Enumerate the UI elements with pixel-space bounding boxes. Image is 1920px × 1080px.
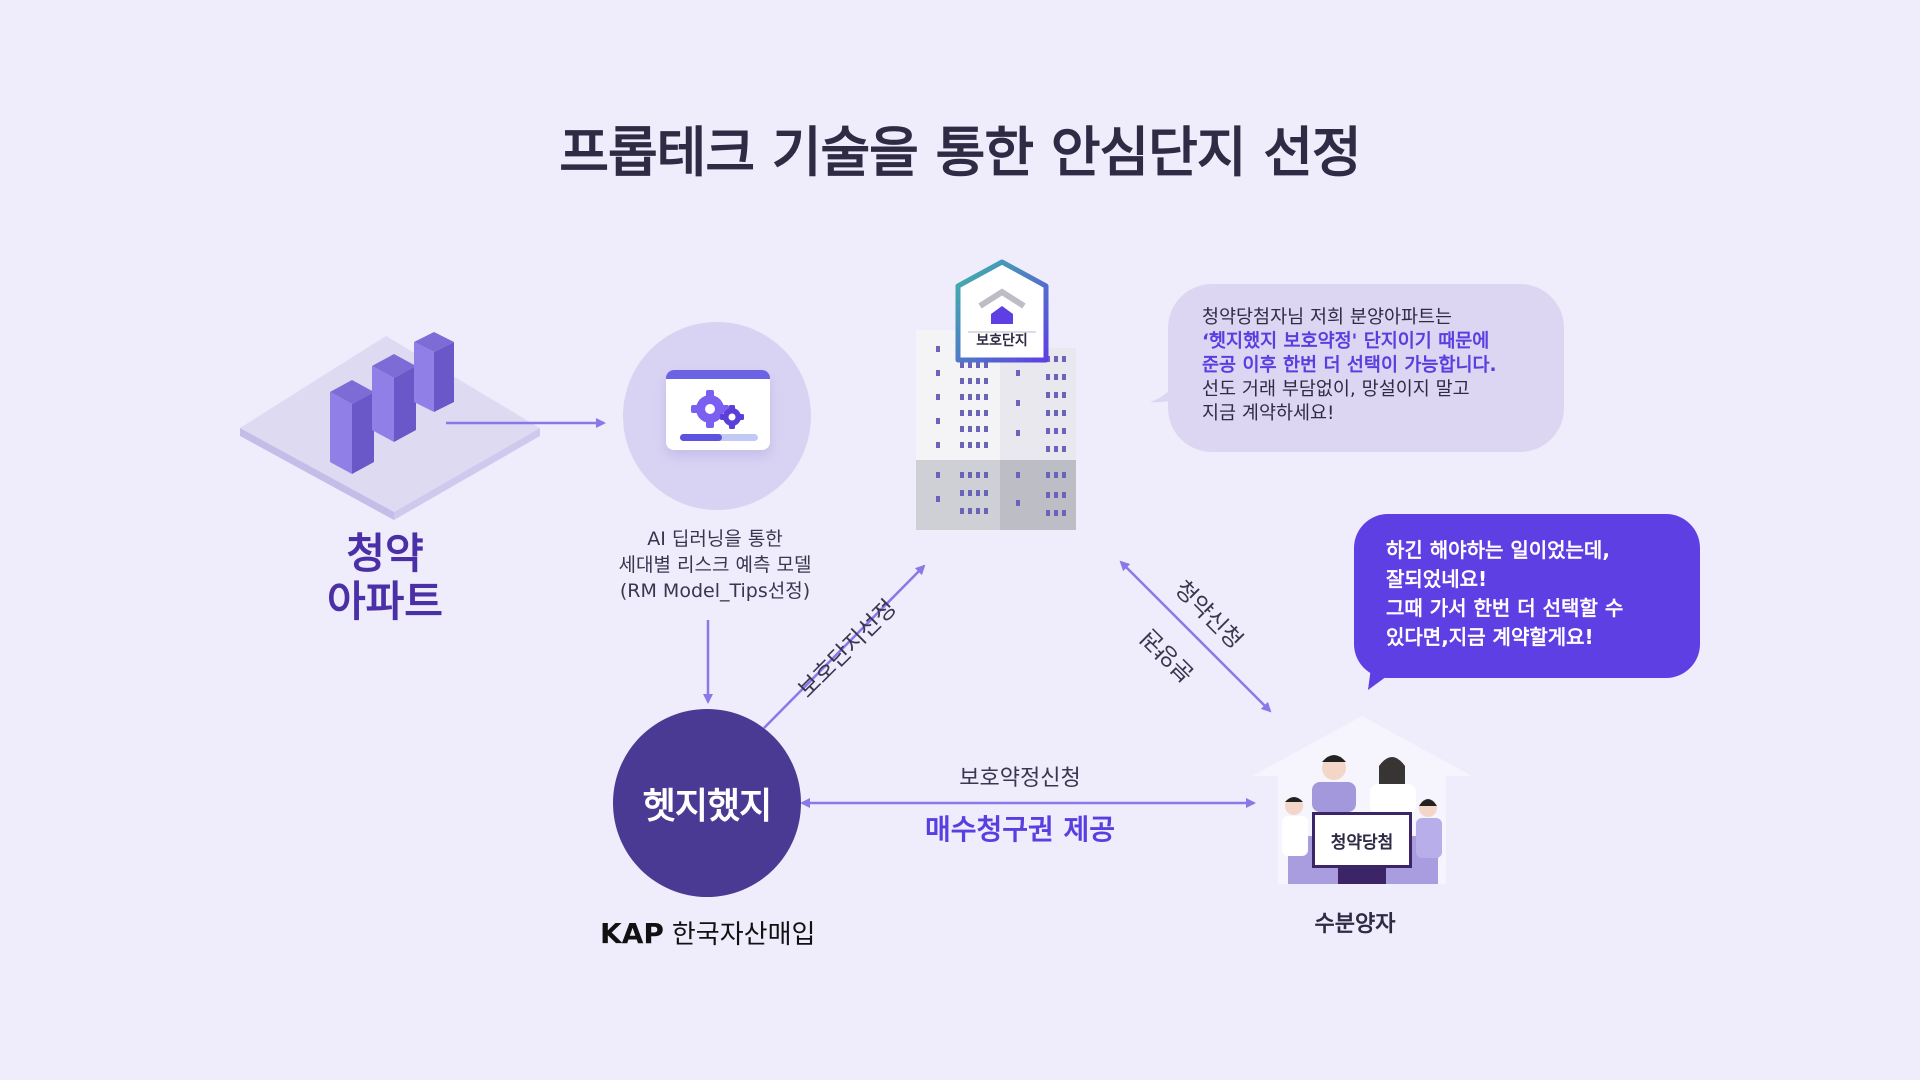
house-shield-badge-icon [955, 259, 1049, 363]
apartment-tower-icon [916, 330, 1076, 530]
hedge-logo-circle: 헷지했지 [613, 709, 801, 897]
arrow-hedge-to-complex [763, 564, 926, 729]
sign-text: 청약당첨 [1330, 832, 1394, 853]
hedge-logo-text: 헷지했지 [642, 786, 772, 827]
edge-label-protection-request: 보호약정신청 [959, 766, 1081, 791]
bubble-complex-line3: 준공 이후 한번 더 선택이 가능합니다. [1202, 355, 1497, 376]
ai-model-label: AI 딥러닝을 통한 세대별 리스크 예측 모델 (RM Model_Tips선… [590, 526, 840, 604]
bubble-complex-line1: 청약당첨자님 저희 분양아파트는 [1202, 307, 1453, 328]
winning-sign: 청약당첨 [1312, 812, 1412, 868]
gear-window-icon [666, 370, 770, 450]
family-illustration-icon [1252, 716, 1472, 884]
apartment-label: 청약 아파트 [290, 530, 480, 626]
bubble-complex-line4: 선도 거래 부담없이, 망설이지 말고 [1202, 379, 1470, 400]
bubble-buyer-line1: 하긴 해야하는 일이었는데, [1386, 538, 1610, 562]
progress-bar-fill [680, 434, 722, 441]
protected-complex-badge-label: 보호단지 [976, 333, 1028, 349]
buyer-label: 수분양자 [1314, 912, 1396, 937]
ai-label-line3: (RM Model_Tips선정) [619, 580, 811, 602]
bubble-buyer-line4: 있다면,지금 계약할게요! [1386, 625, 1594, 649]
page-title: 프롭테크 기술을 통한 안심단지 선정 [559, 121, 1361, 184]
company-prefix: KAP [600, 917, 664, 950]
speech-bubble-buyer: 하긴 해야하는 일이었는데, 잘되었네요! 그때 가서 한번 더 선택할 수 있… [1354, 514, 1700, 678]
arrow-buyer-complex [1119, 560, 1272, 713]
apartment-label-line2: 아파트 [327, 577, 443, 626]
apartment-label-line1: 청약 [346, 529, 424, 578]
ai-label-line2: 세대별 리스크 예측 모델 [618, 554, 812, 576]
company-name: 한국자산매입 [671, 920, 816, 950]
edge-label-buyback-right: 매수청구권 제공 [924, 813, 1116, 846]
gear-icon [680, 390, 758, 441]
bubble-buyer-line2: 잘되었네요! [1386, 567, 1488, 591]
bubble-buyer-line3: 그때 가서 한번 더 선택할 수 [1386, 596, 1624, 620]
bubble-complex-line2: ‘헷지했지 보호약정' 단지이기 때문에 [1202, 331, 1490, 352]
speech-bubble-complex: 청약당첨자님 저희 분양아파트는 ‘헷지했지 보호약정' 단지이기 때문에 준공… [1168, 284, 1564, 452]
isometric-buildings-icon [240, 332, 540, 520]
bubble-complex-line5: 지금 계약하세요! [1202, 403, 1335, 424]
ai-label-line1: AI 딥러닝을 통한 [647, 528, 783, 550]
